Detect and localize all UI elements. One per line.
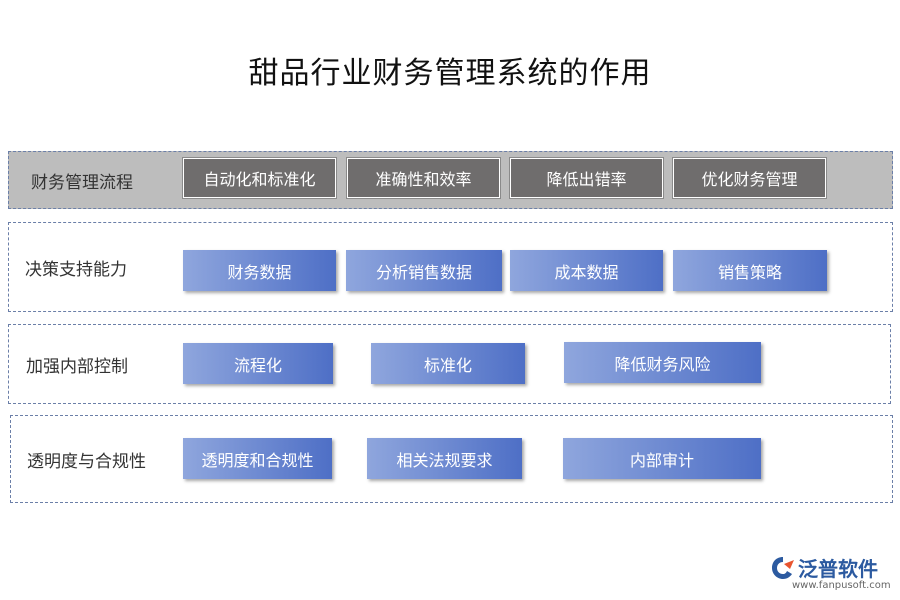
row-internal-control: 加强内部控制 流程化 标准化 降低财务风险 bbox=[8, 324, 891, 404]
item-box: 内部审计 bbox=[563, 438, 761, 479]
item-box: 透明度和合规性 bbox=[183, 438, 332, 479]
item-box: 准确性和效率 bbox=[347, 158, 500, 198]
logo-url: www.fanpusoft.com bbox=[792, 580, 891, 591]
item-box: 成本数据 bbox=[510, 250, 663, 291]
row-decision-support: 决策支持能力 财务数据 分析销售数据 成本数据 销售策略 bbox=[8, 222, 893, 312]
item-box: 降低财务风险 bbox=[564, 342, 761, 383]
logo-name: 泛普软件 bbox=[798, 557, 878, 581]
fanpu-logo-icon bbox=[772, 557, 794, 579]
row-transparency-compliance: 透明度与合规性 透明度和合规性 相关法规要求 内部审计 bbox=[10, 415, 893, 503]
item-box: 自动化和标准化 bbox=[183, 158, 336, 198]
item-box: 流程化 bbox=[183, 343, 333, 384]
item-box: 标准化 bbox=[371, 343, 525, 384]
item-box: 财务数据 bbox=[183, 250, 336, 291]
item-box: 销售策略 bbox=[673, 250, 827, 291]
row-label: 决策支持能力 bbox=[25, 259, 127, 280]
row-financial-process: 财务管理流程 自动化和标准化 准确性和效率 降低出错率 优化财务管理 bbox=[8, 151, 893, 209]
page-title: 甜品行业财务管理系统的作用 bbox=[248, 56, 652, 91]
item-box: 优化财务管理 bbox=[673, 158, 826, 198]
brand-logo: 泛普软件 www.fanpusoft.com bbox=[770, 553, 895, 595]
row-label: 财务管理流程 bbox=[31, 172, 133, 193]
row-label: 透明度与合规性 bbox=[27, 451, 146, 472]
item-box: 相关法规要求 bbox=[367, 438, 522, 479]
item-box: 分析销售数据 bbox=[346, 250, 502, 291]
row-label: 加强内部控制 bbox=[26, 356, 128, 377]
item-box: 降低出错率 bbox=[510, 158, 663, 198]
